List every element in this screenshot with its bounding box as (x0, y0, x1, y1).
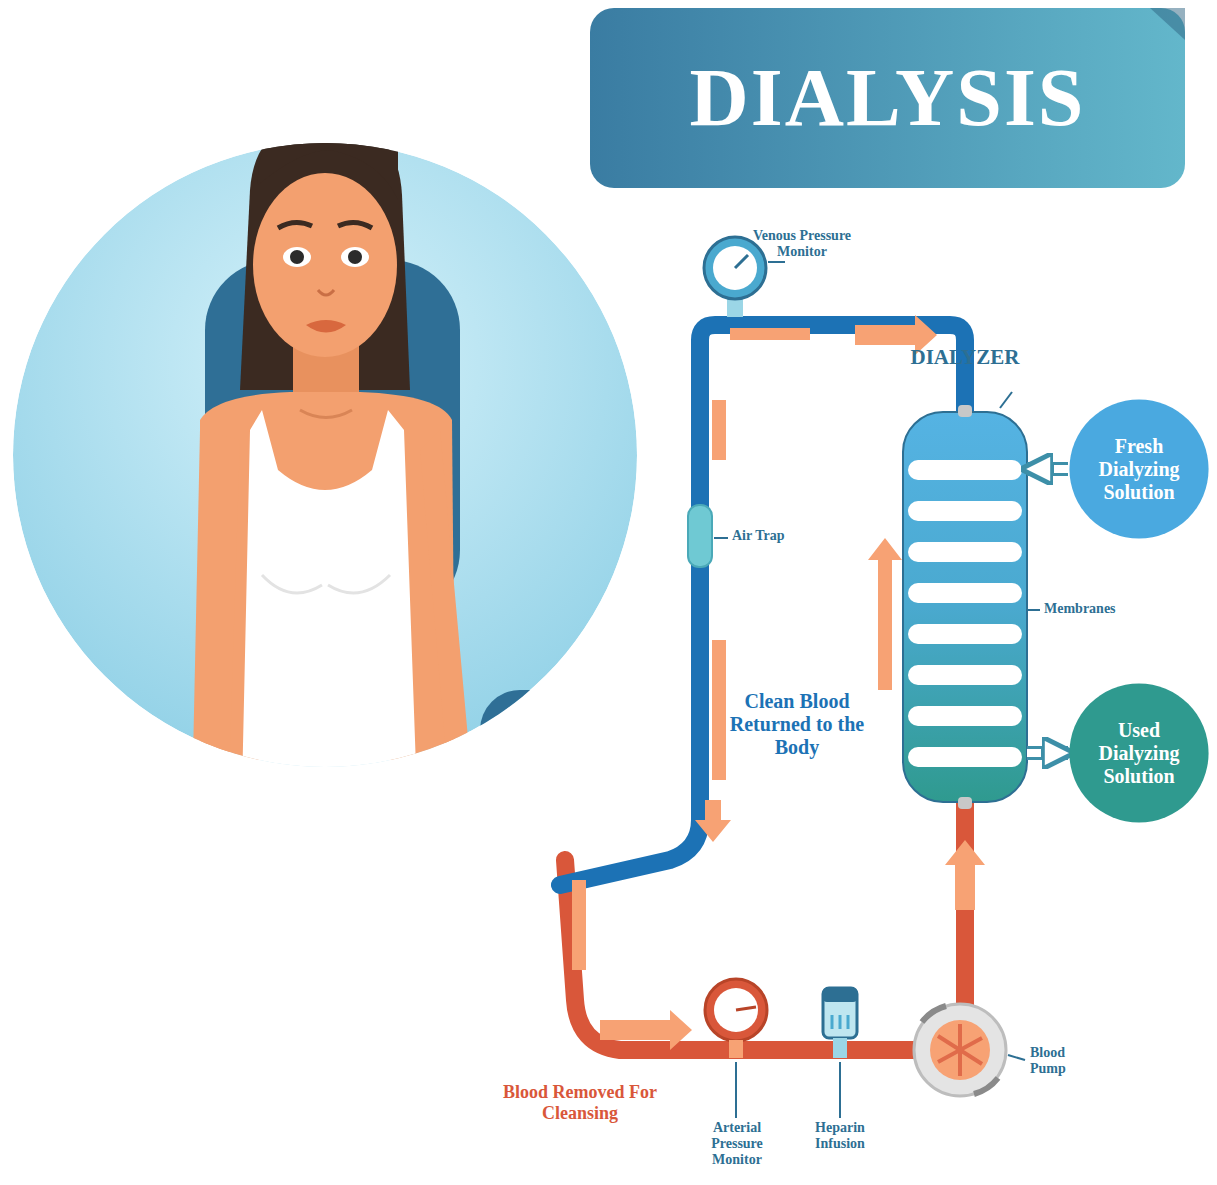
used-solution-circle: Used Dialyzing Solution (1068, 682, 1210, 824)
part-label: Blood Removed For Cleansing (490, 1082, 670, 1123)
blood-pump (914, 1004, 1025, 1096)
part-label: Membranes (1044, 601, 1154, 617)
dialyzer: DIALYZER (893, 345, 1037, 807)
solution-flow-line (1027, 749, 1068, 757)
title-banner (590, 8, 1185, 188)
solution-label: Fresh Dialyzing Solution (1080, 435, 1198, 504)
title: DIALYSIS (590, 8, 1185, 188)
part-label: Blood Pump (1030, 1045, 1100, 1077)
part-label: Air Trap (732, 528, 822, 544)
dialyzer-body (903, 392, 1040, 809)
venous-pressure-gauge (704, 237, 785, 317)
arterial-pressure-gauge (705, 979, 767, 1118)
dialyzer-heading: DIALYZER (911, 345, 1020, 369)
solution-flow-line (1027, 465, 1068, 473)
part-label: Clean Blood Returned to the Body (722, 690, 872, 759)
part-label: Heparin Infusion (800, 1120, 880, 1152)
heparin-syringe (823, 988, 857, 1118)
patient-figure (13, 118, 672, 1040)
air-trap (688, 505, 712, 567)
tube-outline (1027, 462, 1068, 476)
part-label: Arterial Pressure Monitor (690, 1120, 784, 1168)
fresh-solution-circle: Fresh Dialyzing Solution (1068, 398, 1210, 540)
solution-label: Used Dialyzing Solution (1080, 719, 1198, 788)
tube-outline (1027, 746, 1068, 760)
arterial-line (565, 860, 920, 1050)
part-label: Venous Pressure Monitor (752, 228, 852, 260)
